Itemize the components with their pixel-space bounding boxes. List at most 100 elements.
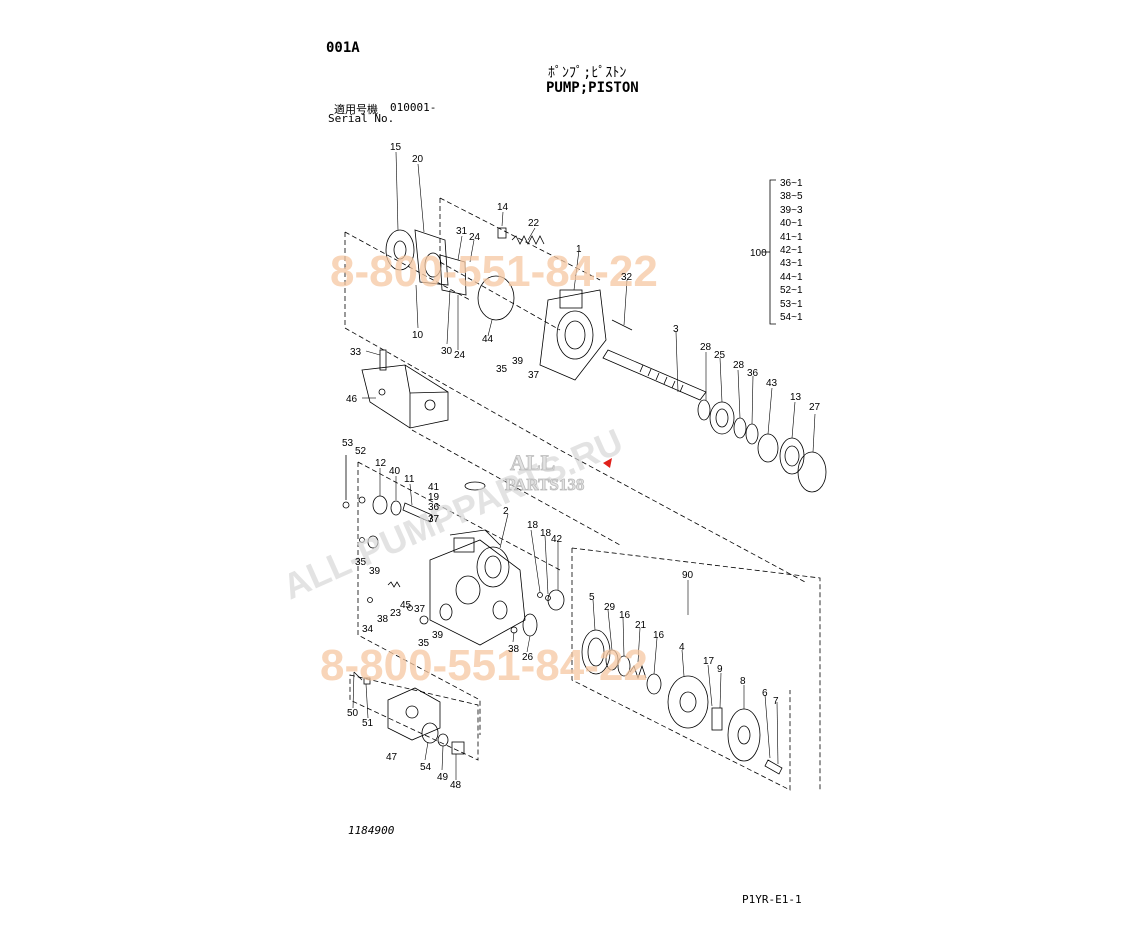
part-callout: 25 (714, 350, 726, 361)
part-callout: 37 (428, 514, 440, 525)
serial-value: 010001- (390, 101, 437, 114)
part-callout: 4 (679, 642, 685, 653)
part-callout: 32 (621, 272, 633, 283)
part-callout: 39 (512, 356, 524, 367)
part-callout: 90 (682, 570, 694, 581)
part-callout: 36 (428, 502, 440, 513)
part-callout: 53 (342, 438, 354, 449)
kit-item: 40~1 (780, 218, 803, 230)
part-callout: 23 (390, 608, 402, 619)
part-callout: 39 (369, 566, 381, 577)
red-marker (603, 458, 612, 468)
part-callout: 44 (482, 334, 494, 345)
page-code: 001A (326, 40, 360, 56)
part-callout: 37 (414, 604, 426, 615)
part-callout: 24 (454, 350, 466, 361)
part-callout: 19 (428, 492, 440, 503)
shaft-3 (602, 349, 707, 401)
part-callout: 37 (528, 370, 540, 381)
part-callout: 49 (437, 772, 449, 783)
part-callout: 41 (428, 482, 440, 493)
part-callout: 16 (653, 630, 665, 641)
part-callout: 18 (540, 528, 552, 539)
part-callout: 34 (362, 624, 374, 635)
part-callout: 30 (441, 346, 453, 357)
watermark-logo-bottom: PARTS138 (505, 475, 584, 494)
o-ring-44 (477, 275, 515, 321)
part-callout: 2 (503, 506, 509, 517)
part-callout: 45 (400, 600, 412, 611)
part-callout: 29 (604, 602, 616, 613)
part-callout: 51 (362, 718, 374, 729)
part-callout: 26 (522, 652, 534, 663)
part-callout: 10 (412, 330, 424, 341)
watermark-phone-top: 8-800-551-84-22 (330, 247, 658, 296)
part-callout: 14 (497, 202, 509, 213)
part-callout: 46 (346, 394, 358, 405)
part-callout: 9 (717, 664, 723, 675)
swash-plate-group (385, 229, 467, 296)
part-callout: 52 (355, 446, 367, 457)
kit-item: 44~1 (780, 271, 803, 283)
part-callout: 54 (420, 762, 432, 773)
spring-group (497, 227, 545, 245)
part-callout: 42 (551, 534, 563, 545)
kit-item: 43~1 (780, 258, 803, 270)
part-callout: 31 (456, 226, 468, 237)
part-callout: 36 (747, 368, 759, 379)
part-callout: 20 (412, 154, 424, 165)
part-callout: 13 (790, 392, 802, 403)
part-callout: 21 (635, 620, 647, 631)
bolt-32 (611, 319, 633, 331)
small-parts-right (510, 589, 565, 637)
watermark-site: ALL-PUMPPARTS.RU (277, 420, 629, 607)
casing-2 (429, 529, 526, 646)
kit-item: 54~1 (780, 311, 803, 323)
kit-item: 42~1 (780, 244, 803, 256)
kit-item: 53~1 (780, 298, 803, 310)
part-callout: 28 (733, 360, 745, 371)
part-callout: 39 (432, 630, 444, 641)
part-callout: 35 (418, 638, 430, 649)
part-callout: 28 (700, 342, 712, 353)
watermark-logo-top: ALL (510, 450, 555, 475)
kit-item-list: 36~1 38~5 39~3 40~1 41~1 42~1 43~1 44~1 … (780, 177, 803, 324)
part-callout: 40 (389, 466, 401, 477)
part-callout: 38 (377, 614, 389, 625)
part-callout: 16 (619, 610, 631, 621)
watermark-phone-bottom: 8-800-551-84-22 (320, 641, 648, 690)
part-callout: 3 (673, 324, 679, 335)
kit-item: 41~1 (780, 231, 803, 243)
part-callout: 1 (576, 244, 582, 255)
part-callout: 35 (496, 364, 508, 375)
part-callout: 35 (355, 557, 367, 568)
kit-item: 52~1 (780, 285, 803, 297)
part-callout: 38 (508, 644, 520, 655)
kit-item: 39~3 (780, 204, 803, 216)
part-callout: 50 (347, 708, 359, 719)
serial-label-jp: 適用号機 (334, 103, 378, 116)
drawing-number: 1184900 (348, 824, 395, 837)
part-callout: 24 (469, 232, 481, 243)
assembly-frames (344, 197, 821, 791)
regulator-block-46 (361, 349, 449, 429)
part-callout: 17 (703, 656, 715, 667)
part-callout: 15 (390, 142, 402, 153)
kit-item: 38~5 (780, 191, 803, 203)
part-callout: 47 (386, 752, 398, 763)
part-callout: 8 (740, 676, 746, 687)
small-parts-left (342, 455, 486, 625)
part-callout: 5 (589, 592, 595, 603)
title-jp: ﾎﾟﾝﾌﾟ;ﾋﾟｽﾄﾝ (548, 65, 627, 81)
gear-pump-47 (353, 671, 465, 755)
kit-item: 36~1 (780, 178, 803, 189)
leader-lines (352, 151, 816, 780)
title-en: PUMP;PISTON (546, 80, 639, 96)
housing-1 (539, 289, 607, 381)
bearing-stack (697, 399, 827, 493)
part-callout: 33 (350, 347, 362, 358)
part-callout: 12 (375, 458, 387, 469)
kit-number-label: 100 (750, 248, 767, 259)
